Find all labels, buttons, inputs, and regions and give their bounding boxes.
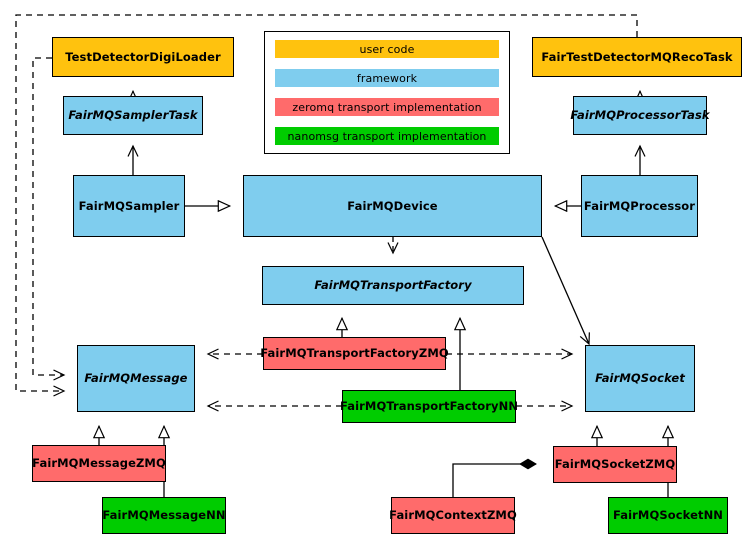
- class-node-fairmqsampler[interactable]: FairMQSampler: [73, 175, 185, 237]
- legend-label: framework: [356, 71, 418, 85]
- class-node-fairmqsocketzmq[interactable]: FairMQSocketZMQ: [553, 446, 677, 483]
- class-label: FairMQMessageNN: [102, 508, 226, 523]
- class-label: FairMQSocketZMQ: [554, 457, 676, 472]
- edge-digiloader-to-message: [32, 57, 64, 375]
- class-node-fairmqsocketnn[interactable]: FairMQSocketNN: [608, 497, 728, 534]
- legend-label: user code: [359, 42, 415, 56]
- legend-label: nanomsg transport implementation: [287, 129, 487, 143]
- edge-device-to-socket: [541, 236, 589, 344]
- class-node-fairmqtransportfactorynn[interactable]: FairMQTransportFactoryNN: [339, 390, 519, 423]
- class-node-fairmqcontextzmq[interactable]: FairMQContextZMQ: [389, 497, 517, 534]
- class-node-fairmqprocessortask[interactable]: FairMQProcessorTask: [570, 96, 710, 135]
- legend-item-nanomsg: nanomsg transport implementation: [275, 127, 499, 145]
- class-label: FairMQProcessor: [583, 198, 696, 213]
- legend: user code framework zeromq transport imp…: [264, 31, 510, 154]
- class-label: FairMQTransportFactoryNN: [339, 399, 519, 414]
- class-node-fairmqprocessor[interactable]: FairMQProcessor: [581, 175, 698, 237]
- class-label: FairMQSocket: [595, 371, 685, 386]
- class-node-fairmqtransportfactory[interactable]: FairMQTransportFactory: [262, 266, 524, 305]
- class-node-fairtestdetectormqrecotask[interactable]: FairTestDetectorMQRecoTask: [532, 37, 742, 77]
- class-node-testdetectordigiloader[interactable]: TestDetectorDigiLoader: [52, 37, 234, 77]
- legend-item-user-code: user code: [275, 40, 499, 58]
- class-label: FairMQTransportFactory: [314, 278, 472, 293]
- edge-contextzmq-to-socketzmq: [452, 458, 537, 497]
- class-node-fairmqsocket[interactable]: FairMQSocket: [585, 345, 695, 412]
- class-label: FairMQSampler: [78, 198, 180, 213]
- class-label: FairMQMessage: [84, 371, 188, 386]
- class-label: FairMQDevice: [347, 198, 438, 213]
- class-node-fairmqmessage[interactable]: FairMQMessage: [77, 345, 195, 412]
- class-label: TestDetectorDigiLoader: [65, 49, 221, 64]
- class-node-fairmqmessagenn[interactable]: FairMQMessageNN: [102, 497, 226, 534]
- legend-label: zeromq transport implementation: [292, 100, 482, 114]
- class-label: FairMQSamplerTask: [68, 108, 198, 123]
- class-node-fairmqsamplertask[interactable]: FairMQSamplerTask: [63, 96, 203, 135]
- class-label: FairMQProcessorTask: [570, 108, 710, 123]
- class-label: FairMQMessageZMQ: [32, 456, 166, 471]
- class-label: FairMQTransportFactoryZMQ: [260, 346, 449, 361]
- class-node-fairmqdevice[interactable]: FairMQDevice: [243, 175, 542, 237]
- legend-item-zeromq: zeromq transport implementation: [275, 98, 499, 116]
- class-node-fairmqmessagezmq[interactable]: FairMQMessageZMQ: [32, 445, 166, 482]
- legend-item-framework: framework: [275, 69, 499, 87]
- class-node-fairmqtransportfactoryzmq[interactable]: FairMQTransportFactoryZMQ: [260, 337, 449, 370]
- class-label: FairMQContextZMQ: [389, 508, 517, 523]
- class-label: FairMQSocketNN: [612, 508, 724, 523]
- class-label: FairTestDetectorMQRecoTask: [541, 49, 733, 64]
